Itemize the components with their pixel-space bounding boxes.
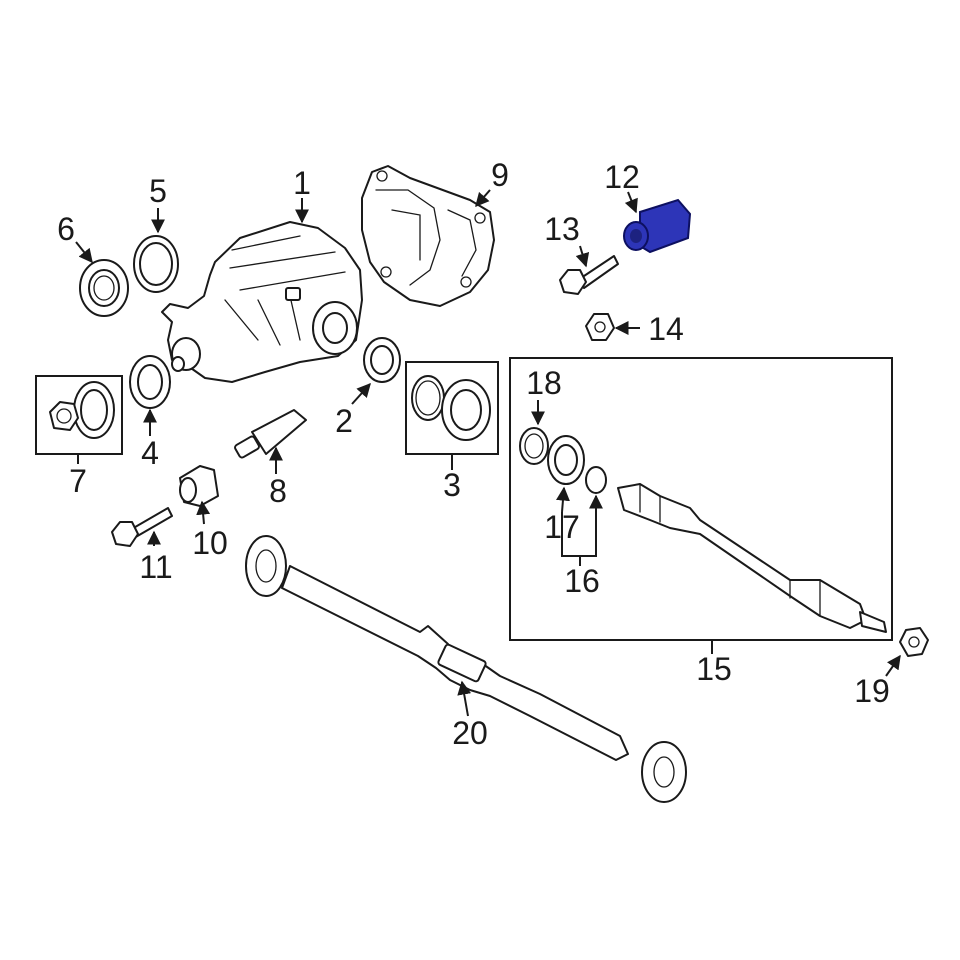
seal-5[interactable] [133, 235, 179, 293]
callout-17: 17 [544, 509, 580, 545]
ring-16[interactable] [585, 466, 607, 494]
callout-14: 14 [648, 311, 684, 347]
callout-13: 13 [544, 211, 580, 247]
callout-8: 8 [269, 473, 287, 509]
propeller-shaft-20[interactable] [245, 535, 687, 803]
axle-kit-box-15[interactable] [509, 357, 893, 641]
nut-19[interactable] [899, 627, 929, 657]
kit-box-7[interactable] [35, 375, 123, 455]
seal-6[interactable] [79, 259, 129, 317]
callout-12: 12 [604, 159, 640, 195]
callout-18: 18 [526, 365, 562, 401]
callout-2: 2 [335, 403, 353, 439]
nut-14[interactable] [585, 313, 615, 341]
callout-16: 16 [564, 563, 600, 599]
callout-1: 1 [293, 165, 311, 201]
seal-18[interactable] [519, 427, 549, 465]
callout-4: 4 [141, 435, 159, 471]
seal-2[interactable] [363, 337, 401, 383]
callout-labels: 1 2 3 4 5 6 7 8 9 10 11 12 13 14 15 16 1… [57, 157, 890, 751]
callout-3: 3 [443, 467, 461, 503]
differential-housing[interactable] [161, 221, 363, 383]
callout-10: 10 [192, 525, 228, 561]
bushing-10[interactable] [179, 465, 219, 507]
seal-17[interactable] [547, 435, 585, 485]
callout-15: 15 [696, 651, 732, 687]
mount-bushing-12-highlighted[interactable] [623, 198, 692, 254]
callout-6: 6 [57, 211, 75, 247]
callout-7: 7 [69, 463, 87, 499]
bolt-11[interactable] [111, 507, 173, 547]
differential-cover[interactable] [361, 165, 495, 307]
bolt-13[interactable] [559, 255, 619, 295]
leader-lines [75, 189, 901, 717]
kit-box-3[interactable] [405, 361, 499, 455]
callout-9: 9 [491, 157, 509, 193]
callout-11: 11 [139, 549, 172, 585]
seal-4[interactable] [129, 355, 171, 409]
sealant-tube-8[interactable] [234, 409, 307, 459]
callout-20: 20 [452, 715, 488, 751]
callout-5: 5 [149, 173, 167, 209]
callout-19: 19 [854, 673, 890, 709]
axle-shaft[interactable] [617, 483, 887, 633]
